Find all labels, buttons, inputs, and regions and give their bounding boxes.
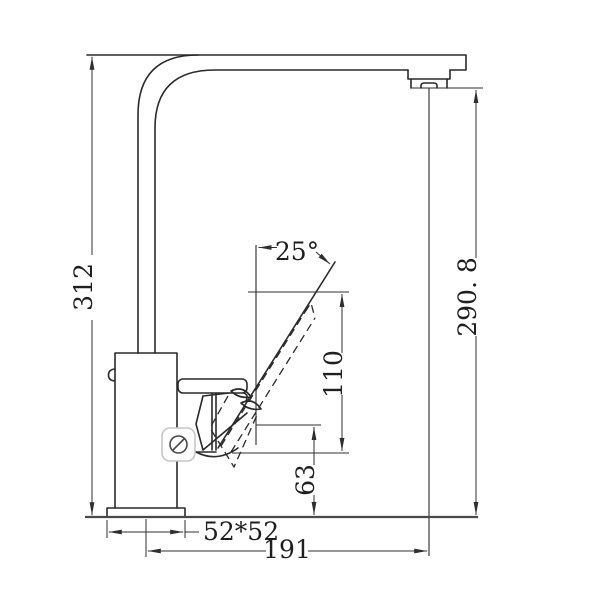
dim-63-label: 63	[291, 464, 320, 496]
dim-110-label: 110	[319, 350, 348, 398]
riser-pipe-outer	[137, 54, 199, 354]
dimension-base-footprint: 52*52	[106, 517, 279, 546]
handle-neck	[177, 378, 248, 394]
dimension-overall-height: 312	[69, 56, 98, 516]
dimension-lever-pivot-height: 63	[256, 424, 321, 515]
lever-dashed-position	[209, 301, 316, 469]
dimension-spout-reach: 191	[145, 519, 428, 564]
handle-mount	[194, 392, 217, 453]
dim-290-8-label: 290. 8	[453, 257, 482, 337]
dimension-lever-top-height: 110	[232, 291, 349, 454]
dimension-spout-outlet-height: 290. 8	[411, 87, 483, 515]
base-plate	[106, 507, 186, 518]
dimensions: 312 290. 8 25° 110 63	[69, 56, 483, 564]
aerator-step	[407, 69, 451, 80]
cartridge-dome	[195, 447, 239, 458]
dim-52x52-label: 52*52	[203, 517, 279, 546]
lever-line-solid	[217, 261, 336, 449]
body-side-button	[107, 368, 116, 382]
dim-312-label: 312	[69, 263, 98, 311]
faucet-outline	[85, 54, 478, 556]
spout-arm-outer	[86, 54, 467, 71]
aerator-nozzle	[420, 82, 438, 89]
aerator-body	[410, 78, 448, 89]
dim-25deg-label: 25°	[275, 237, 319, 266]
cartridge-block	[195, 392, 248, 451]
dimension-lever-angle: 25°	[258, 237, 331, 266]
dim-191-label: 191	[263, 535, 311, 564]
neck-curl	[243, 392, 248, 402]
screw-slot	[171, 437, 186, 452]
spout-arm-inner	[154, 69, 409, 354]
